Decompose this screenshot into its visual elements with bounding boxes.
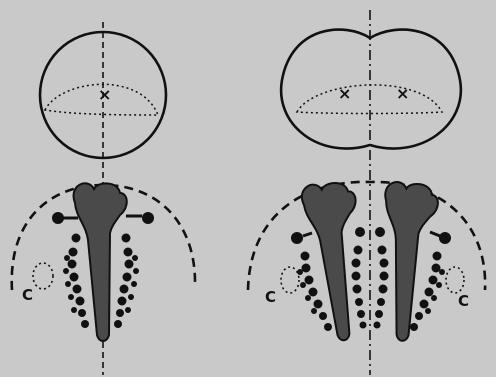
right-embryo: × × xyxy=(248,10,485,375)
left-somites-right xyxy=(114,234,139,329)
left-nub-right xyxy=(142,212,154,224)
left-marker-x: × xyxy=(98,85,111,104)
right-marker-x-left: × xyxy=(338,84,351,103)
left-c-label: C xyxy=(22,286,33,304)
right-nub-4 xyxy=(439,232,451,244)
left-embryo: × C xyxy=(12,22,195,375)
right-marker-x-right: × xyxy=(396,84,409,103)
right-c-label-right: C xyxy=(458,292,469,310)
left-axial-structure xyxy=(74,183,127,341)
right-c-label-left: C xyxy=(265,288,276,306)
right-c-oval-right xyxy=(446,267,464,293)
left-somites-left xyxy=(63,234,89,329)
right-nub-3 xyxy=(375,227,385,237)
right-nub-1 xyxy=(291,232,303,244)
right-nub-2 xyxy=(355,227,365,237)
left-nub-left xyxy=(52,212,64,224)
right-egg-outline xyxy=(281,30,461,149)
left-c-oval xyxy=(33,263,53,289)
right-c-oval-left xyxy=(281,267,299,293)
